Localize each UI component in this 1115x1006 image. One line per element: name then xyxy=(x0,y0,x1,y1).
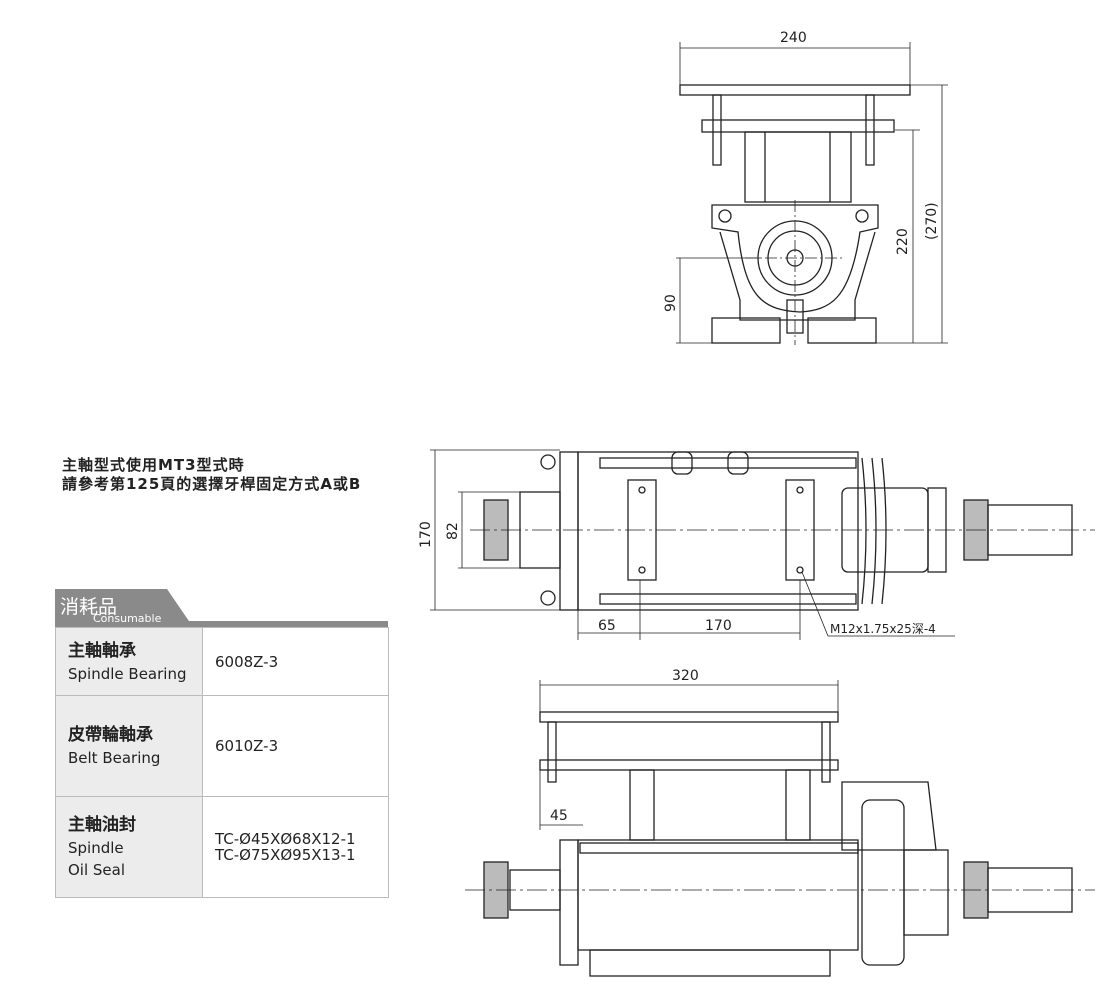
dim-top-spacing: 170 xyxy=(705,618,732,634)
dim-side-offset: 45 xyxy=(550,808,568,824)
part-number: 6010Z-3 xyxy=(202,695,389,797)
part-name-en: Spindle Bearing xyxy=(68,664,187,683)
dim-front-total: (270) xyxy=(924,202,940,240)
table-row: 皮帶輪軸承 Belt Bearing 6010Z-3 xyxy=(55,695,389,797)
top-view xyxy=(470,451,1095,611)
mt3-note: 主軸型式使用MT3型式時 請參考第125頁的選擇牙桿固定方式A或B xyxy=(62,456,361,494)
dim-front-width: 240 xyxy=(780,30,807,46)
part-number: TC-Ø45XØ68X12-1 xyxy=(215,830,356,848)
part-name-zh: 主軸軸承 xyxy=(68,640,136,661)
part-number: TC-Ø75XØ95X13-1 xyxy=(215,846,356,864)
note-line-2: 請參考第125頁的選擇牙桿固定方式A或B xyxy=(62,475,362,493)
part-name-en: Belt Bearing xyxy=(68,749,161,767)
consumable-table: 主軸軸承 Spindle Bearing 6008Z-3 皮帶輪軸承 Belt Be… xyxy=(55,627,389,898)
top-dimensions xyxy=(430,449,955,640)
part-name-zh: 皮帶輪軸承 xyxy=(68,725,153,745)
part-number: 6008Z-3 xyxy=(202,627,389,696)
dim-side-length: 320 xyxy=(672,668,699,684)
dim-top-width: 170 xyxy=(418,521,434,548)
consumable-title-en: Consumable xyxy=(93,612,162,625)
consumable-title-zh: 消耗品 xyxy=(60,596,118,618)
dim-front-height: 220 xyxy=(895,228,911,255)
consumable-header: 消耗品 Consumable xyxy=(55,589,388,627)
note-line-1: 主軸型式使用MT3型式時 xyxy=(62,456,245,474)
side-view xyxy=(465,711,1095,977)
front-dimensions xyxy=(676,42,948,344)
dim-top-inner: 82 xyxy=(445,522,461,540)
part-name-en: Spindle xyxy=(68,839,124,857)
part-name-zh: 主軸油封 xyxy=(68,815,136,835)
dim-top-offset: 65 xyxy=(598,618,616,634)
thread-callout: M12x1.75x25深-4 xyxy=(830,622,936,636)
part-name-en: Oil Seal xyxy=(68,861,126,879)
dim-front-center: 90 xyxy=(663,294,679,312)
front-view xyxy=(679,84,911,345)
side-dimensions xyxy=(539,680,839,830)
